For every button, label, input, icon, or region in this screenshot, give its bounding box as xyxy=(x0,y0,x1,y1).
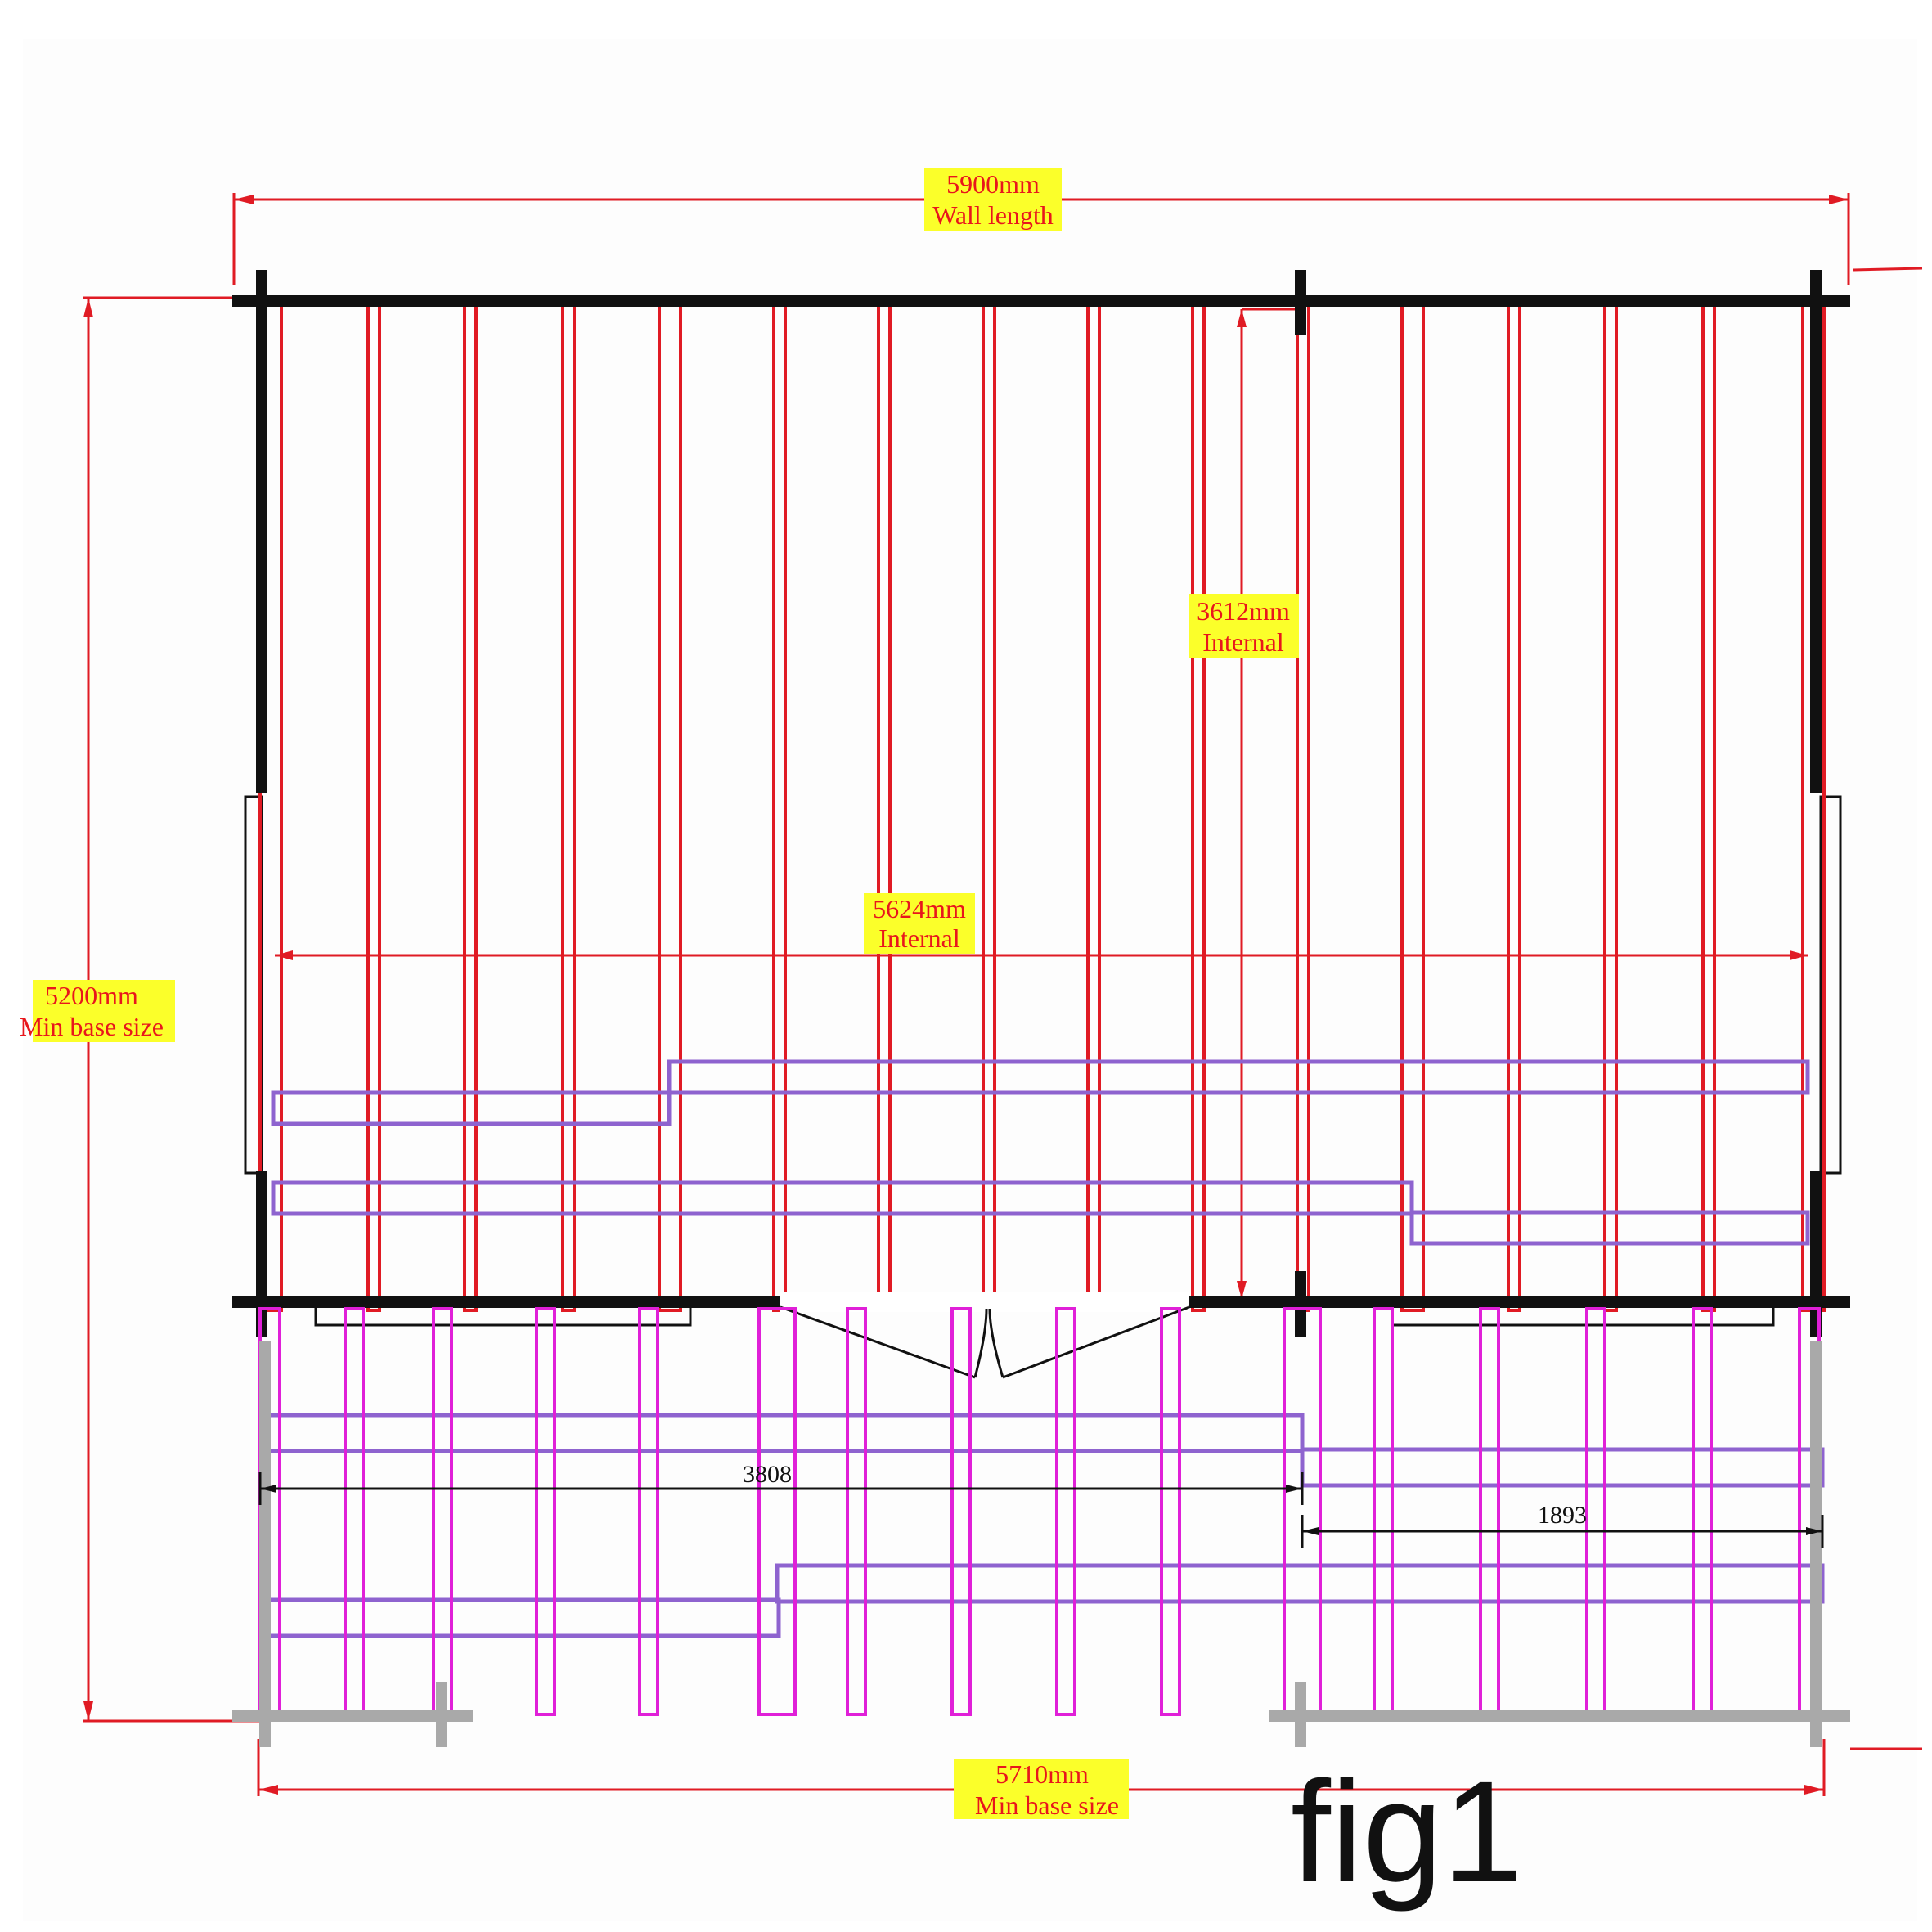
internal-depth-caption: Internal xyxy=(1202,627,1284,657)
internal-width-dimension xyxy=(275,950,1808,960)
base-width-label: 5710mm Min base size xyxy=(954,1759,1129,1820)
base-depth-label: 5200mm Min base size xyxy=(20,980,175,1042)
base-outline xyxy=(232,1341,1850,1747)
veranda-right-measure: 1893 xyxy=(1538,1502,1587,1529)
base-width-caption: Min base size xyxy=(975,1790,1119,1820)
wall-length-value: 5900mm xyxy=(946,169,1040,199)
base-width-value: 5710mm xyxy=(995,1759,1089,1789)
base-depth-value: 5200mm xyxy=(45,981,138,1010)
base-depth-caption: Min base size xyxy=(20,1012,164,1041)
internal-width-value: 5624mm xyxy=(873,894,966,923)
veranda-dimensions: 3808 1893 xyxy=(258,1461,1824,1548)
cabin-bearers xyxy=(271,1059,1810,1246)
wall-length-caption: Wall length xyxy=(932,200,1054,230)
internal-width-caption: Internal xyxy=(878,923,960,953)
figure-label: fig1 xyxy=(1291,1752,1523,1912)
veranda-left-measure: 3808 xyxy=(743,1461,792,1488)
internal-width-label: 5624mm Internal xyxy=(864,893,975,954)
wall-length-label: 5900mm Wall length xyxy=(924,168,1062,231)
internal-depth-label: 3612mm Internal xyxy=(1189,594,1299,658)
internal-depth-value: 3612mm xyxy=(1197,596,1290,626)
